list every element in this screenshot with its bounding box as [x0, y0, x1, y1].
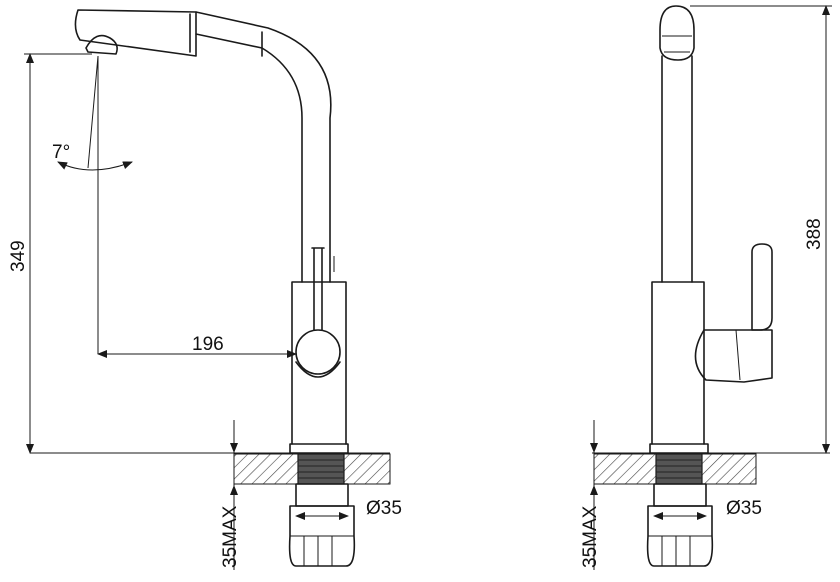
front-lever	[311, 247, 325, 331]
front-spout-head	[74, 9, 197, 57]
side-body	[651, 281, 705, 445]
front-nut-lower	[288, 505, 356, 567]
front-counter-left	[233, 453, 299, 485]
front-diameter-label: Ø35	[366, 498, 402, 519]
front-aerator	[85, 34, 118, 55]
angle-label: 7°	[52, 142, 70, 163]
reach-label: 196	[192, 334, 224, 355]
side-view: 388 35MAX Ø35	[580, 5, 832, 570]
front-spout	[195, 11, 332, 283]
side-handle-housing	[694, 329, 773, 383]
side-lever	[751, 243, 773, 331]
side-spout-top	[659, 5, 695, 61]
side-diameter-label: Ø35	[726, 498, 762, 519]
front-view: 7° 196 349 35MAX Ø35	[8, 9, 402, 570]
front-max-label: 35MAX	[220, 505, 241, 568]
side-counter-left	[593, 453, 657, 485]
front-cartridge	[295, 329, 341, 375]
front-height-label: 349	[8, 240, 29, 272]
side-counter-right	[701, 453, 757, 485]
side-nut	[653, 483, 707, 507]
front-counter-right	[343, 453, 391, 485]
side-height-label: 388	[804, 218, 825, 250]
angle-arc	[57, 161, 133, 171]
front-base-flange	[289, 443, 349, 454]
side-base-flange	[649, 443, 709, 454]
side-nut-lower	[646, 505, 714, 567]
front-nut	[295, 483, 349, 507]
front-shank	[297, 453, 345, 485]
side-max-label: 35MAX	[580, 505, 601, 568]
front-body	[291, 281, 347, 445]
side-spout	[661, 55, 693, 283]
side-shank	[655, 453, 703, 485]
